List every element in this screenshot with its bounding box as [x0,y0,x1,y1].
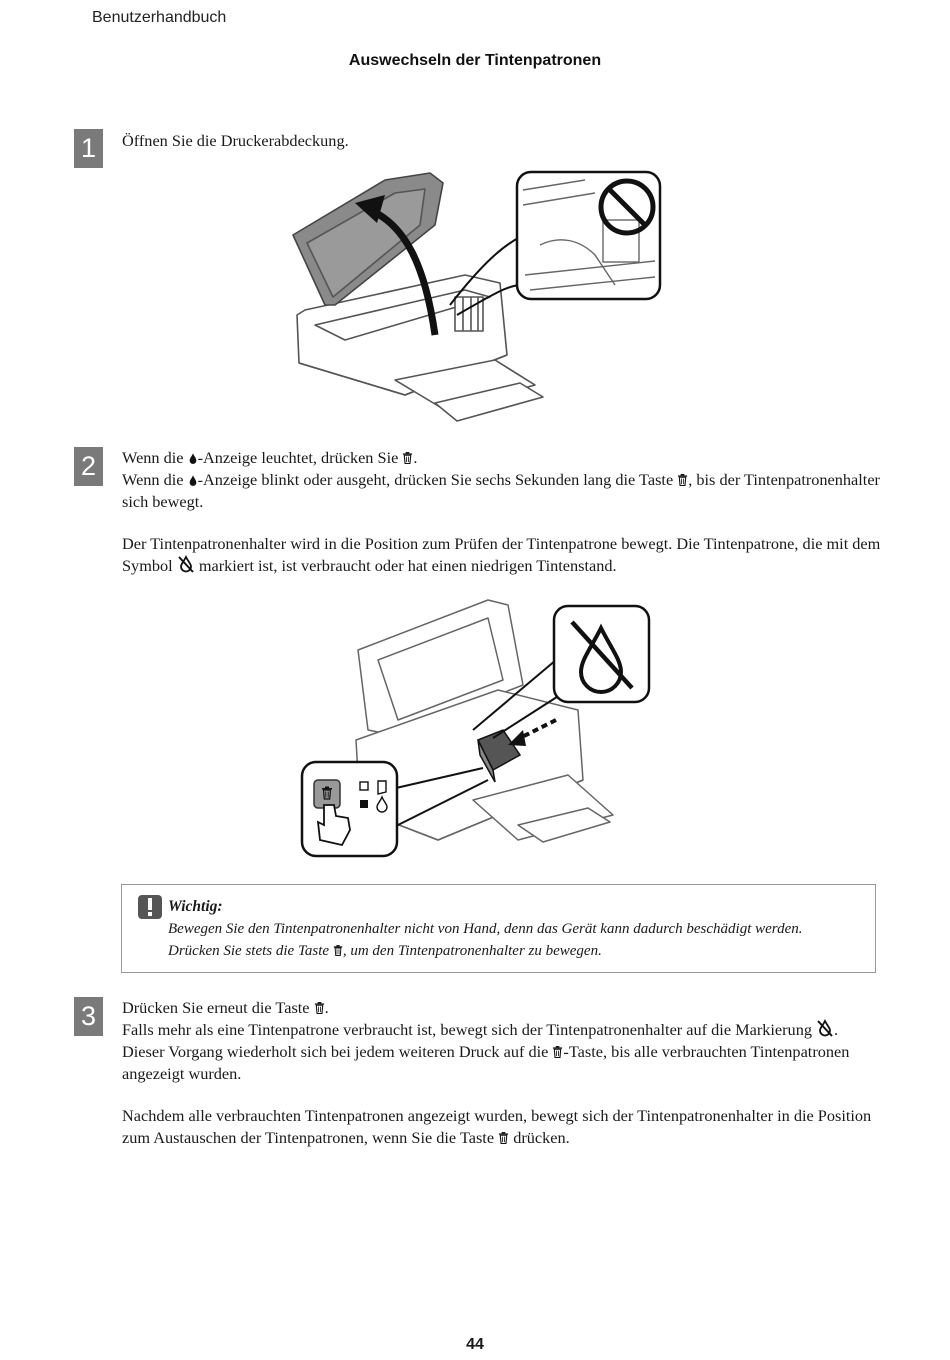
notice-line-1: Bewegen Sie den Tintenpatronenhalter nic… [168,921,803,937]
printer-open-cover-drawing [292,170,662,422]
ink-button-icon [333,944,343,957]
cartridge-check-drawing [300,599,651,858]
step-number-2: 2 [74,447,103,486]
ink-button-icon [402,451,413,465]
ink-button-icon [498,1131,509,1145]
ink-empty-icon [816,1019,834,1037]
section-title: Auswechseln der Tintenpatronen [348,52,602,69]
step-2-text: Wenn die -Anzeige leuchtet, drücken Sie … [122,447,882,577]
ink-button-icon [552,1045,563,1059]
step-2-line-1: Wenn die -Anzeige leuchtet, drücken Sie … [122,448,418,467]
cartridge-check-illustration [298,590,658,860]
notice-line-2: Drücken Sie stets die Taste , um den Tin… [168,943,602,959]
step-3-paragraph-2: Nachdem alle verbrauchten Tintenpatronen… [122,1106,872,1147]
important-notice: Wichtig: Bewegen Sie den Tintenpatronenh… [121,884,876,973]
ink-drop-icon [188,452,198,465]
step-1-text: Öffnen Sie die Druckerabdeckung. [122,130,882,152]
step-number-3: 3 [74,997,103,1036]
page-number: 44 [466,1336,484,1353]
notice-body: Bewegen Sie den Tintenpatronenhalter nic… [168,918,868,962]
notice-title: Wichtig: [168,898,223,915]
step-2-line-2: Wenn die -Anzeige blinkt oder ausgeht, d… [122,470,880,511]
step-1-line: Öffnen Sie die Druckerabdeckung. [122,131,349,150]
printer-open-cover-illustration [285,165,665,430]
step-number-1: 1 [74,129,103,168]
step-2-paragraph-2: Der Tintenpatronenhalter wird in die Pos… [122,534,881,575]
exclamation-icon [138,895,162,919]
step-3-line-1: Drücken Sie erneut die Taste . [122,998,329,1017]
ink-empty-icon [177,555,195,573]
ink-button-icon [677,473,688,487]
step-3-line-2: Falls mehr als eine Tintenpatrone verbra… [122,1019,850,1083]
running-header: Benutzerhandbuch [92,9,227,26]
ink-button-icon [314,1001,325,1015]
step-3-text: Drücken Sie erneut die Taste . Falls meh… [122,997,882,1149]
ink-drop-icon [188,474,198,487]
